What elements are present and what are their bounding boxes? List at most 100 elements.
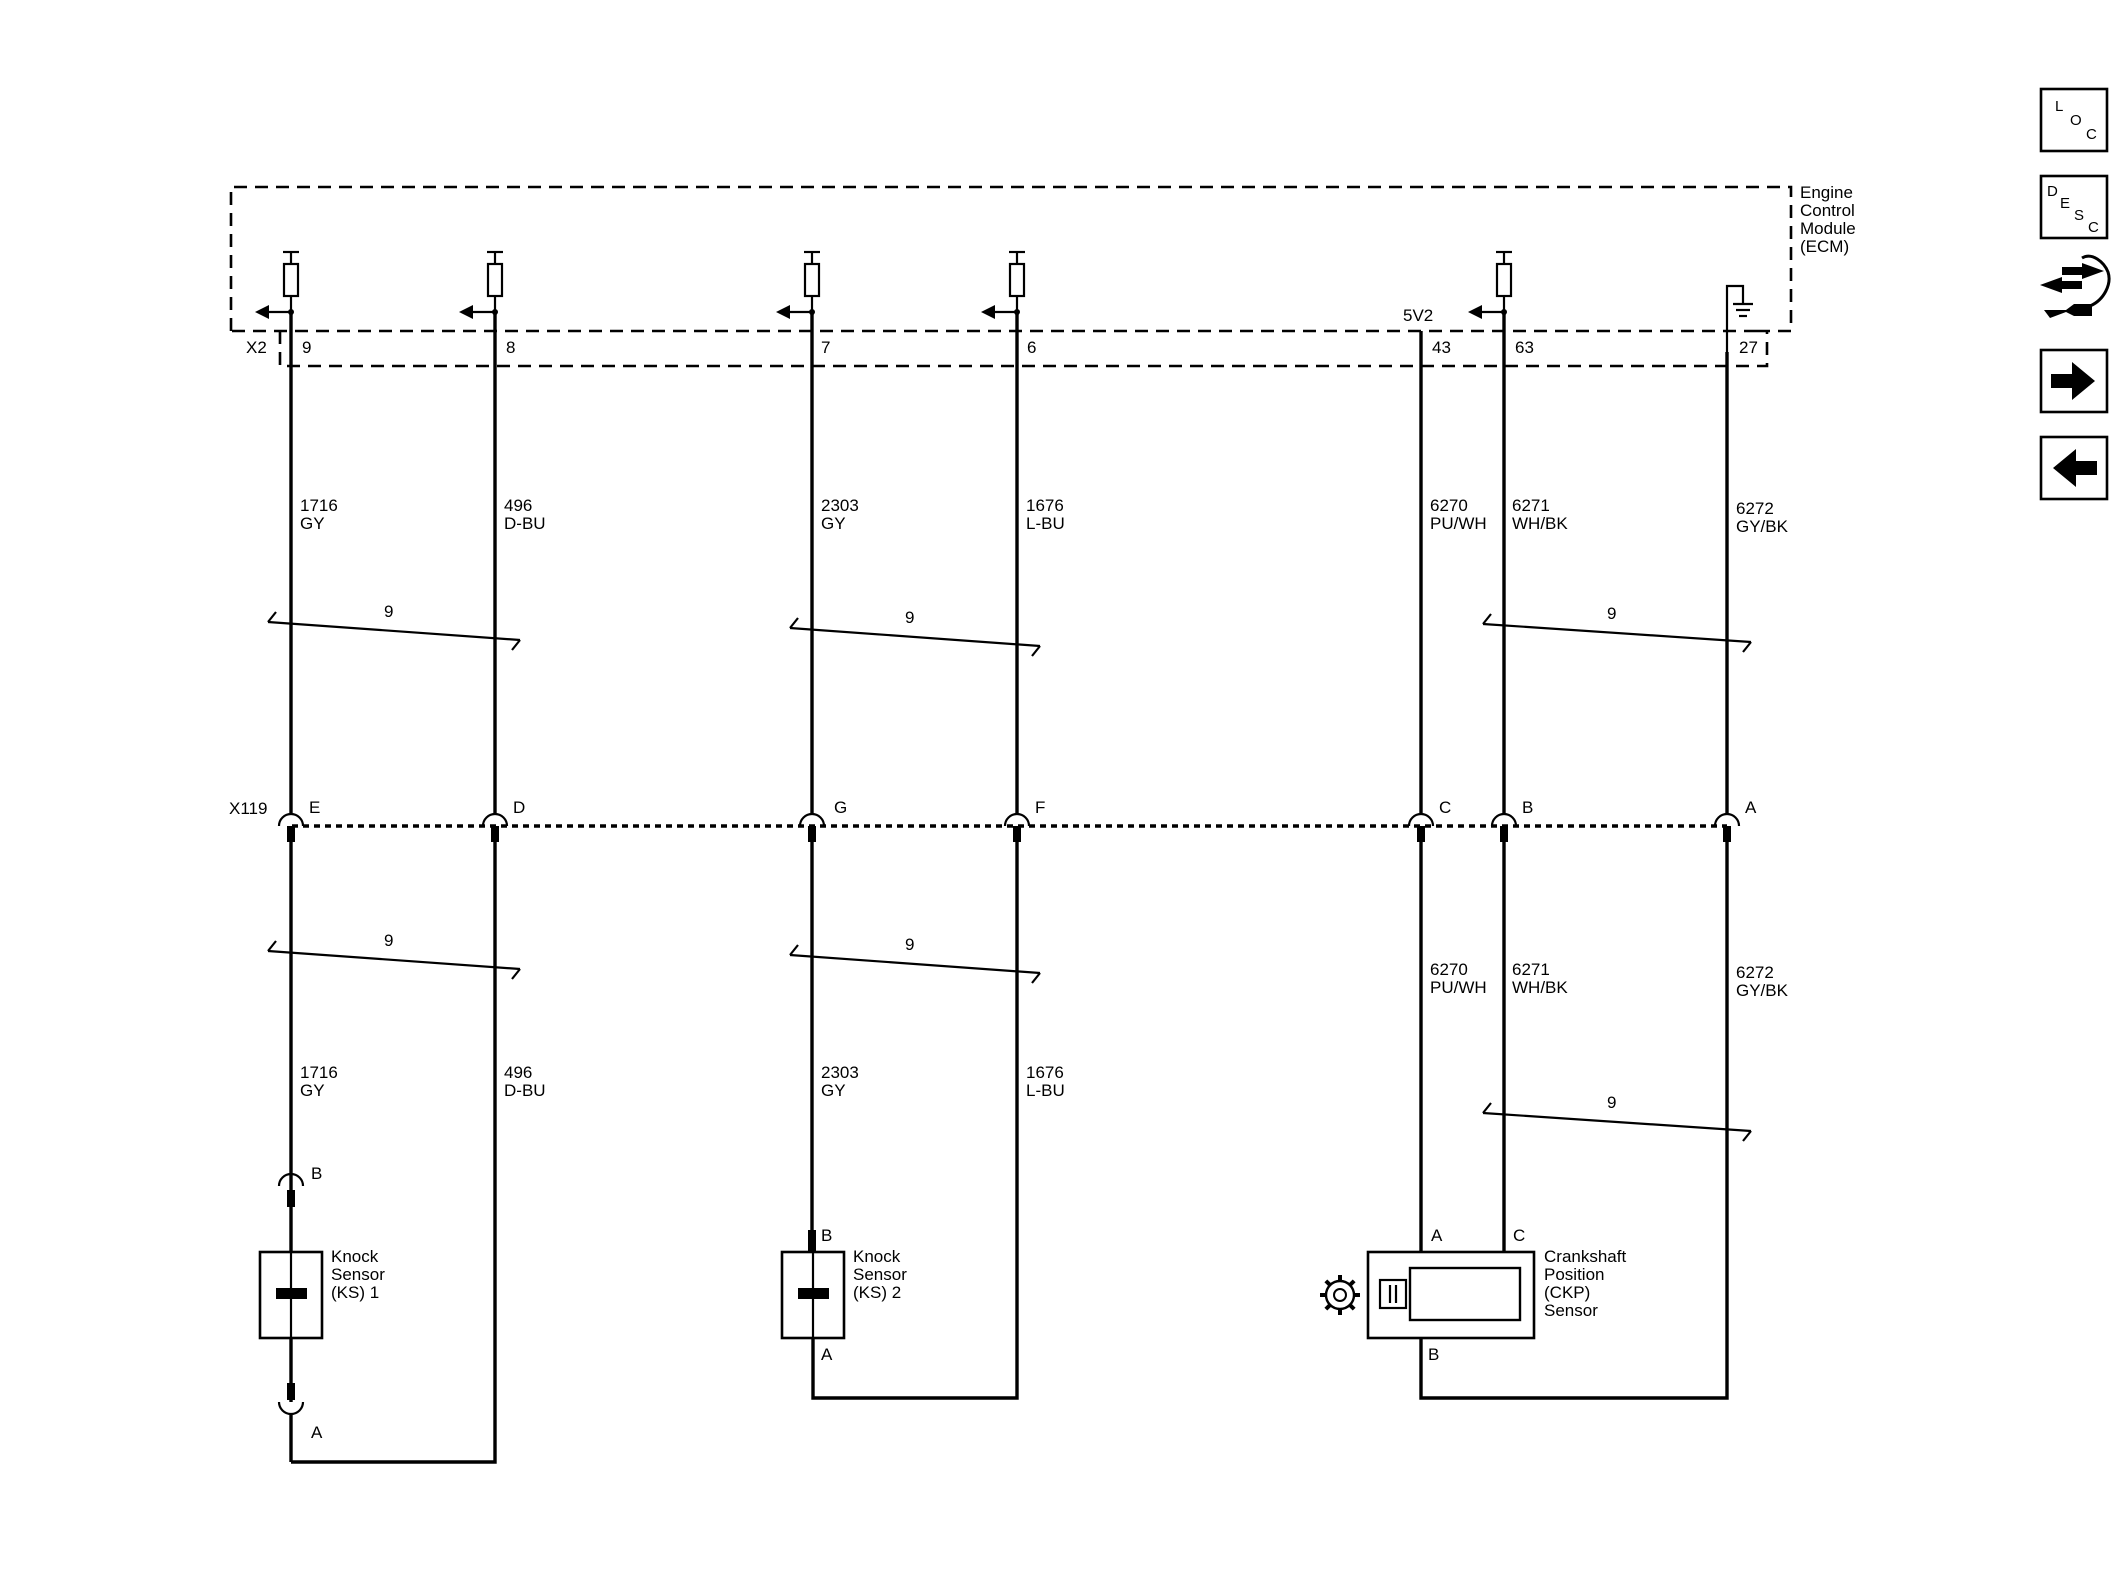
ecm-pin-8: 8 — [506, 338, 515, 357]
knock-sensor-1: B A Knock Sensor (KS) 1 — [258, 826, 497, 1464]
wire-circuit-number: 1676 — [1026, 496, 1064, 515]
ecm-connector-x2-outline — [278, 331, 1769, 368]
signal-arrow-icon — [1468, 305, 1482, 319]
wire-circuit-number: 1716 — [300, 1063, 338, 1082]
wire-circuit-number: 496 — [504, 1063, 532, 1082]
twisted-pair-marker: 9 — [267, 931, 521, 980]
wire-circuit-number: 6270 — [1430, 960, 1468, 979]
x119-pin-label: C — [1439, 798, 1451, 817]
ckp-name-line-4: Sensor — [1544, 1301, 1598, 1320]
wire-color-code: GY — [300, 1081, 325, 1100]
twisted-pair-count: 9 — [1607, 1093, 1616, 1112]
ecm-internal-circuits — [255, 250, 1513, 319]
wire-circuit-number: 2303 — [821, 496, 859, 515]
twisted-pair-count: 9 — [384, 931, 393, 950]
ecm-connector-label: X2 — [246, 338, 267, 357]
previous-page-arrow-icon — [2053, 449, 2097, 487]
x119-pin-label: G — [834, 798, 847, 817]
wire-circuit-number: 6271 — [1512, 960, 1550, 979]
next-page-button[interactable] — [2039, 348, 2109, 414]
ecm-pin-27: 27 — [1739, 338, 1758, 357]
ks1-pin-top: B — [311, 1164, 322, 1183]
ks2-name-line-1: Knock — [853, 1247, 901, 1266]
x119-label: X119 — [229, 799, 267, 818]
ckp-magnet-icon — [1378, 1278, 1408, 1310]
signal-arrow-icon — [776, 305, 790, 319]
ckp-name-line-3: (CKP) — [1544, 1283, 1590, 1302]
signal-arrow-icon — [981, 305, 995, 319]
desc-letter-c: C — [2088, 219, 2099, 236]
ckp-pin-a: A — [1431, 1226, 1443, 1245]
signal-arrow-icon — [255, 305, 269, 319]
x119-pin-label: E — [309, 798, 320, 817]
ecm-name-line-2: Control — [1800, 201, 1855, 220]
wire-color-code: D-BU — [504, 514, 546, 533]
service-info-button[interactable] — [2040, 254, 2111, 318]
location-button[interactable]: L O C — [2039, 87, 2109, 153]
x119-pin-label: D — [513, 798, 525, 817]
navigation-panel: L O C D E S C — [2039, 87, 2111, 501]
ckp-body — [1366, 1250, 1536, 1340]
twisted-pair-marker: 9 — [1482, 1093, 1752, 1142]
ecm-pin-9: 9 — [302, 338, 311, 357]
twisted-pair-marker: 9 — [267, 602, 521, 651]
x119-pin: E — [277, 798, 320, 842]
ks2-pin-top: B — [821, 1226, 832, 1245]
inline-connector-x119: X119 E D G F C B A — [229, 798, 1757, 842]
ks2-pin-bottom: A — [821, 1345, 833, 1364]
x119-pin: G — [798, 798, 847, 842]
ecm-outline — [229, 185, 1793, 333]
twisted-pair-count: 9 — [384, 602, 393, 621]
previous-page-button[interactable] — [2039, 435, 2109, 501]
desc-letter-s: S — [2074, 207, 2084, 224]
ecm-5v-reference-label: 5V2 — [1403, 306, 1433, 325]
ckp-pin-c: C — [1513, 1226, 1525, 1245]
ks1-name-line-3: (KS) 1 — [331, 1283, 379, 1302]
knock-element-icon — [276, 1288, 307, 1299]
twisted-pair-marker: 9 — [789, 608, 1041, 657]
ckp-name-line-1: Crankshaft — [1544, 1247, 1626, 1266]
ecm-module: Engine Control Module (ECM) X2 5V2 9 8 7… — [229, 183, 1856, 368]
wires — [289, 314, 1729, 1252]
ecm-internal-resistor — [255, 250, 300, 319]
wire-circuit-number: 496 — [504, 496, 532, 515]
wire-color-code: PU/WH — [1430, 514, 1487, 533]
wire-circuit-number: 6270 — [1430, 496, 1468, 515]
ecm-internal-resistor — [981, 250, 1026, 319]
ks1-terminal-b — [287, 1190, 295, 1207]
loc-letter-c: C — [2086, 126, 2097, 143]
ks1-name-line-1: Knock — [331, 1247, 379, 1266]
ks1-name-line-2: Sensor — [331, 1265, 385, 1284]
ks2-name-line-2: Sensor — [853, 1265, 907, 1284]
wire-color-code: D-BU — [504, 1081, 546, 1100]
ecm-pin-43: 43 — [1432, 338, 1451, 357]
twisted-pair-marker: 9 — [1482, 604, 1752, 653]
x119-pin: F — [1003, 798, 1045, 842]
signal-arrow-icon — [459, 305, 473, 319]
ks1-connector-b — [277, 1172, 305, 1187]
loc-letter-o: O — [2070, 112, 2082, 129]
loc-letter-l: L — [2055, 98, 2063, 115]
ecm-pin-6: 6 — [1027, 338, 1036, 357]
wire-circuit-number: 1676 — [1026, 1063, 1064, 1082]
wire-color-code: L-BU — [1026, 514, 1065, 533]
wire-color-code: GY/BK — [1736, 517, 1789, 536]
x119-pin: A — [1713, 798, 1757, 842]
ecm-pin-63: 63 — [1515, 338, 1534, 357]
x119-pin-label: A — [1745, 798, 1757, 817]
twisted-pair-count: 9 — [1607, 604, 1616, 623]
ecm-internal-resistor — [1468, 250, 1513, 319]
ckp-inner-housing — [1408, 1266, 1522, 1322]
wire-circuit-number: 6271 — [1512, 496, 1550, 515]
x119-pin-label: B — [1522, 798, 1533, 817]
x119-pin: D — [481, 798, 525, 842]
description-button[interactable]: D E S C — [2039, 174, 2109, 240]
wire-circuit-number: 2303 — [821, 1063, 859, 1082]
wire-circuit-number: 6272 — [1736, 499, 1774, 518]
ecm-name-line-3: Module — [1800, 219, 1856, 238]
twisted-pair-count: 9 — [905, 935, 914, 954]
wire-color-code: GY — [821, 1081, 846, 1100]
desc-letter-d: D — [2047, 183, 2058, 200]
wire-color-code: WH/BK — [1512, 978, 1568, 997]
ecm-name-line-1: Engine — [1800, 183, 1853, 202]
